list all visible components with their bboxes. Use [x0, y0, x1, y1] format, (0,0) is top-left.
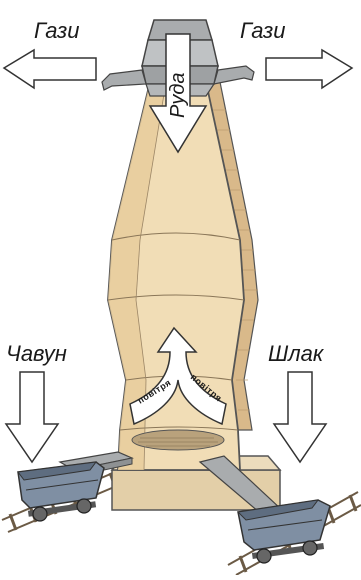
slag-ladle-cart: [238, 500, 330, 563]
iron-arrow: [6, 372, 58, 462]
gases-left-label: Гази: [34, 18, 79, 44]
gases-right-label: Гази: [240, 18, 285, 44]
slag-arrow: [274, 372, 326, 462]
cast-iron-label: Чавун: [6, 341, 67, 367]
ore-label: Руда: [167, 72, 189, 118]
iron-ladle-cart: [18, 462, 104, 521]
slag-label: Шлак: [268, 341, 323, 367]
gas-arrow-right: [266, 50, 352, 88]
gas-arrow-left: [4, 50, 96, 88]
